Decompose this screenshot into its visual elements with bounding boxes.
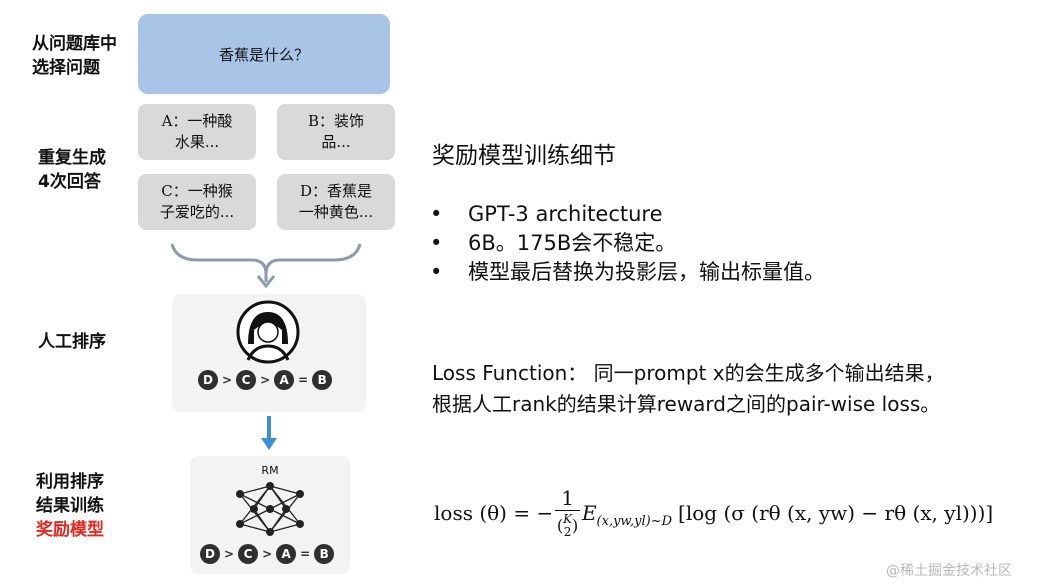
rank-d: D <box>198 370 218 390</box>
fraction-denominator: ( K 2 ) <box>556 511 579 539</box>
merge-brace-arrow <box>170 243 362 289</box>
formula-body: [log (σ (rθ (x, yw) − rθ (x, yl)))] <box>678 501 994 525</box>
answer-d: D：香蕉是一种黄色... <box>277 174 395 230</box>
rank-op: > <box>224 547 235 561</box>
step2-label: 重复生成 4次回答 <box>38 146 106 194</box>
loss-description: Loss Function： 同一prompt x的会生成多个输出结果， 根据人… <box>432 358 1052 420</box>
rank-a: A <box>274 370 295 390</box>
step1-line1: 从问题库中 <box>32 34 117 54</box>
rank-op: = <box>298 373 309 387</box>
step1-label: 从问题库中 选择问题 <box>32 32 117 80</box>
formula-fraction: 1 ( K 2 ) <box>555 486 580 541</box>
bullet-item: 模型最后替换为投影层，输出标量值。 <box>430 258 825 287</box>
ranking-row-1: D > C > A = B <box>198 370 333 390</box>
answer-b-line2: 品... <box>321 133 351 151</box>
question-box: 香蕉是什么？ <box>138 14 390 94</box>
step2-line2: 4次回答 <box>38 172 101 192</box>
rank-op: > <box>260 373 271 387</box>
answer-c-line1: C：一种猴 <box>161 182 233 200</box>
reward-model-panel: RM D > C > A = B <box>190 456 350 574</box>
answer-b: B：装饰品... <box>277 104 395 160</box>
rank-d: D <box>200 544 220 564</box>
rm-label: RM <box>261 464 279 477</box>
step4-label: 利用排序 结果训练 奖励模型 <box>36 470 104 542</box>
rank-op: > <box>222 373 233 387</box>
answer-b-line1: B：装饰 <box>307 112 365 130</box>
binom-top: K <box>563 511 573 526</box>
person-icon <box>236 300 300 364</box>
rank-op: = <box>300 547 311 561</box>
rank-a: A <box>276 544 297 564</box>
answer-d-line1: D：香蕉是 <box>299 182 373 200</box>
fraction-numerator: 1 <box>555 486 580 511</box>
step4-line2: 结果训练 <box>36 496 104 516</box>
detail-bullets: GPT-3 architecture 6B。175B会不稳定。 模型最后替换为投… <box>430 200 825 287</box>
watermark: @稀土掘金技术社区 <box>886 563 1012 579</box>
neural-network-icon <box>236 482 304 536</box>
expectation-subscript: (x,yw,yl)~D <box>596 513 673 529</box>
answer-a-line1: A：一种酸 <box>161 112 233 130</box>
rank-c: C <box>236 370 257 390</box>
loss-formula: loss (θ) = − 1 ( K 2 ) E (x,yw,yl)~D [lo… <box>434 478 1050 548</box>
loss-line2: 根据人工rank的结果计算reward之间的pair-wise loss。 <box>432 392 941 416</box>
loss-line1: Loss Function： 同一prompt x的会生成多个输出结果， <box>432 361 945 385</box>
step4-highlight: 奖励模型 <box>36 520 104 540</box>
section-title: 奖励模型训练细节 <box>432 143 616 169</box>
step4-line1: 利用排序 <box>36 472 104 492</box>
down-arrow-icon <box>261 416 277 450</box>
human-ranking-panel: D > C > A = B <box>172 294 366 412</box>
answer-d-line2: 一种黄色... <box>298 203 374 221</box>
formula-lhs: loss (θ) = − <box>434 501 554 525</box>
question-text: 香蕉是什么？ <box>218 45 309 64</box>
answer-c-line2: 子爱吃的... <box>159 203 235 221</box>
rank-op: > <box>262 547 273 561</box>
answer-c: C：一种猴子爱吃的... <box>138 174 256 230</box>
answer-a: A：一种酸水果... <box>138 104 256 160</box>
rank-b: B <box>314 544 335 564</box>
rank-b: B <box>312 370 333 390</box>
answer-a-line2: 水果... <box>174 133 220 151</box>
expectation-symbol: E <box>581 501 597 525</box>
bullet-item: GPT-3 architecture <box>430 200 825 229</box>
rank-c: C <box>238 544 259 564</box>
bullet-item: 6B。175B会不稳定。 <box>430 229 825 258</box>
binom-bottom: 2 <box>563 524 572 539</box>
step3-label: 人工排序 <box>38 332 106 352</box>
step2-line1: 重复生成 <box>38 148 106 168</box>
ranking-row-2: D > C > A = B <box>200 544 335 564</box>
step1-line2: 选择问题 <box>32 58 100 78</box>
